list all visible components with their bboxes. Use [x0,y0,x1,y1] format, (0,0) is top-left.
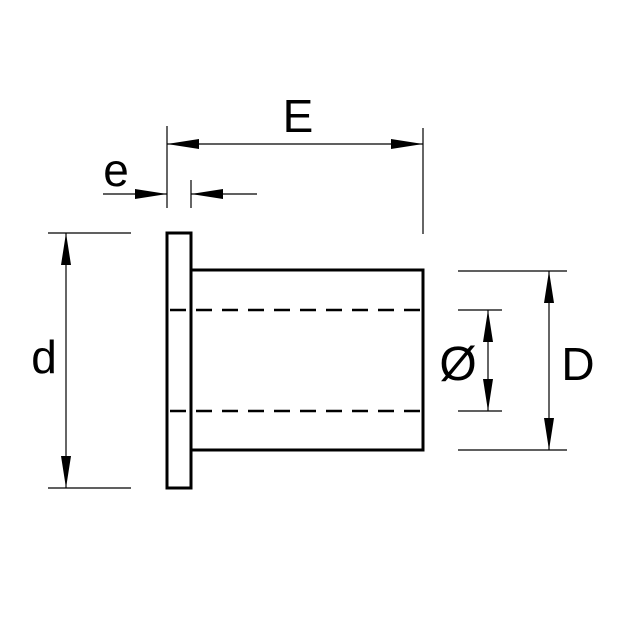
label-d: d [31,331,57,383]
label-e: e [103,144,129,196]
label-D: D [561,338,594,390]
flange-outline [165,231,193,490]
bore-hidden-lines [170,308,423,413]
label-bore-diameter: Ø [439,338,476,391]
label-E: E [283,90,314,142]
dimension-lines [61,139,554,488]
bushing-part [165,231,425,490]
sleeve-outline [191,268,425,452]
